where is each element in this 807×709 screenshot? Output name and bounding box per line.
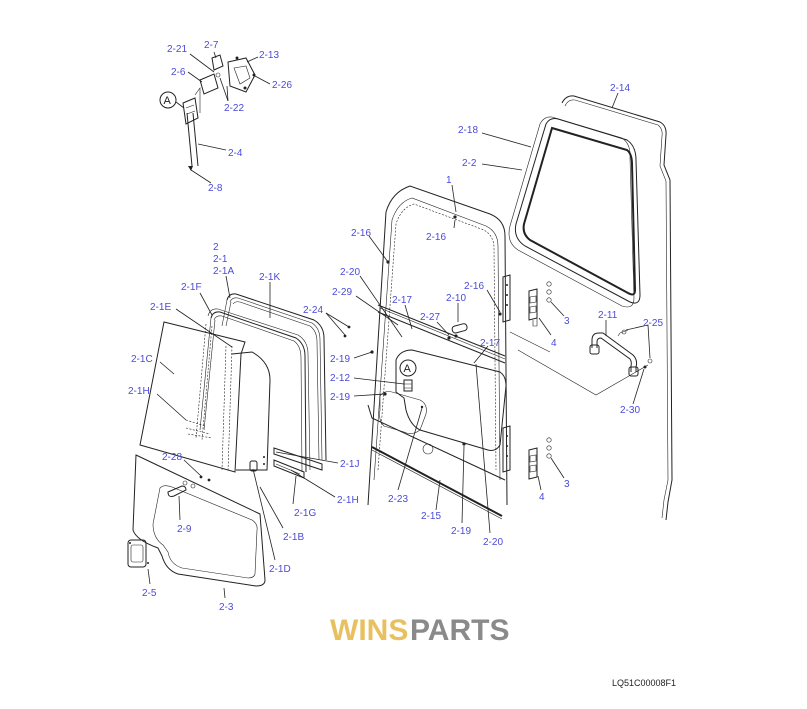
callout-A-circle-door [399,359,417,377]
label-3-lower: 3 [564,479,570,490]
label-4-lower: 4 [539,492,545,503]
label-2-5: 2-5 [142,588,157,599]
label-2-25: 2-25 [643,318,663,329]
watermark-left: WINS [330,614,408,647]
latch-assembly: A 2-21 2-7 2-13 2-6 2-26 2-22 2-4 2-8 [159,40,292,194]
label-2-1: 2-1 [213,254,228,265]
label-2-7: 2-7 [204,40,219,51]
label-2-1D: 2-1D [269,564,291,575]
label-2-16-top: 2-16 [426,232,446,243]
grab-handle: 2-11 2-25 2-30 [589,310,663,416]
callout-A-label-door: A [404,363,412,375]
label-2-20-top: 2-20 [340,267,360,278]
label-2-8: 2-8 [208,183,223,194]
upper-window-assembly: 2-14 2-18 2-2 [458,83,673,521]
label-2-11: 2-11 [598,310,618,321]
label-1: 1 [446,175,452,186]
label-2-1H-left: 2-1H [128,386,150,397]
label-2-15: 2-15 [421,511,441,522]
label-2-16-left: 2-16 [351,228,371,239]
label-2-1J: 2-1J [340,459,359,470]
lower-window-assembly: 2 2-1 2-1A 2-1K 2-1F 2-1E 2-1C 2-1H 2-1J… [128,242,359,575]
label-2-19-lower: 2-19 [330,392,350,403]
label-2-1C: 2-1C [131,354,153,365]
label-2-28: 2-28 [162,452,182,463]
hinge-group-upper: 3 4 [528,281,570,349]
label-2-19-upper: 2-19 [330,354,350,365]
label-2-10: 2-10 [446,293,466,304]
label-2: 2 [213,242,219,253]
label-2-27: 2-27 [420,312,440,323]
label-2-29: 2-29 [332,287,352,298]
lower-door-panel: 2-28 2-9 2-5 2-3 [127,452,266,613]
callout-A-label: A [164,95,172,107]
label-2-12: 2-12 [330,373,350,384]
label-3-upper: 3 [564,316,570,327]
label-2-16-right: 2-16 [464,281,484,292]
watermark: WINS PARTS [330,614,509,647]
label-2-19-bottom: 2-19 [451,526,471,537]
label-2-1E: 2-1E [150,302,171,313]
label-2-1H-right: 2-1H [337,495,359,506]
watermark-right: PARTS [410,614,509,647]
drawing-code: LQ51C00008F1 [612,678,676,688]
label-2-2: 2-2 [462,158,477,169]
label-2-23: 2-23 [388,494,408,505]
label-4-upper: 4 [551,338,557,349]
callout-A-circle [159,91,177,109]
label-2-1A: 2-1A [213,266,234,277]
label-2-9: 2-9 [177,524,192,535]
label-2-1B: 2-1B [283,532,304,543]
label-2-21: 2-21 [167,44,187,55]
label-2-1G: 2-1G [294,508,316,519]
label-2-4: 2-4 [228,148,243,159]
label-2-1F: 2-1F [181,282,202,293]
label-2-13: 2-13 [259,50,279,61]
label-2-14: 2-14 [610,83,630,94]
label-2-17-right: 2-17 [480,338,500,349]
hinge-group-lower: 3 4 [528,437,570,503]
label-2-17-top: 2-17 [392,295,412,306]
label-2-6: 2-6 [171,67,186,78]
label-2-3: 2-3 [219,602,234,613]
label-2-30: 2-30 [620,405,640,416]
label-2-26: 2-26 [272,80,292,91]
label-2-24: 2-24 [303,305,323,316]
label-2-22: 2-22 [224,103,244,114]
label-2-1K: 2-1K [259,272,280,283]
label-2-18: 2-18 [458,125,478,136]
door-frame: A 1 2-16 [303,175,649,548]
label-2-20-bottom: 2-20 [483,537,503,548]
